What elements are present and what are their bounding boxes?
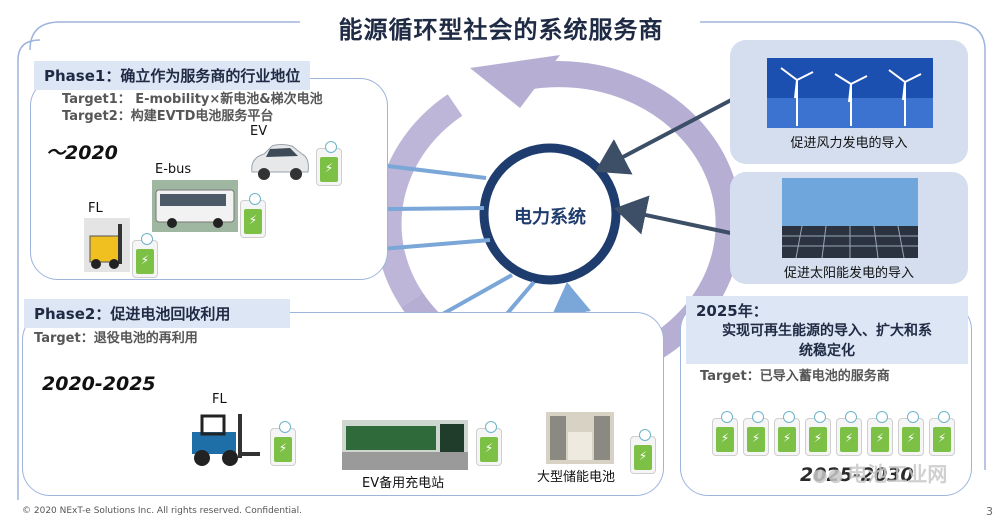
ev-car-image xyxy=(251,144,309,180)
fl-label-phase1: FL xyxy=(88,201,103,216)
battery-icon: ⚡ xyxy=(743,411,769,456)
outer-frame-left xyxy=(29,21,300,51)
page-title: 能源循环型社会的系统服务商 xyxy=(338,16,664,44)
battery-icon: ⚡ xyxy=(867,411,893,456)
ev-label: EV xyxy=(250,124,268,139)
goal2025-target: Target：已导入蓄电池的服务商 xyxy=(700,369,890,384)
phase1-target2: Target2：构建EVTD电池服务平台 xyxy=(62,109,274,124)
goal2025-header-bg xyxy=(686,296,968,364)
storage-label: 大型储能电池 xyxy=(537,470,616,485)
ebus-label: E-bus xyxy=(155,162,192,177)
phase1-target1: Target1： E-mobility×新电池&梯次电池 xyxy=(62,92,323,107)
phase2-target: Target：退役电池的再利用 xyxy=(34,331,198,346)
cycle-arrowhead xyxy=(470,55,560,108)
forklift-image xyxy=(168,410,264,470)
ebus-image xyxy=(152,180,238,232)
phase2-heading: Phase2：促进电池回收利用 xyxy=(24,299,291,328)
phase1-era: ～2020 xyxy=(46,142,118,164)
arrow-from-solar xyxy=(614,195,741,237)
solar-panel-image xyxy=(782,178,918,258)
fl-label-phase2: FL xyxy=(212,392,227,407)
ev-station-label: EV备用充电站 xyxy=(362,476,445,491)
battery-icon: ⚡ xyxy=(712,411,738,456)
watermark: ●●电池工业网 xyxy=(812,458,947,487)
goal2025-era: 2025-2030 xyxy=(800,464,914,486)
goal2025-line1: 实现可再生能源的导入、扩大和系 xyxy=(722,323,932,339)
ev-station-image xyxy=(342,420,468,470)
battery-icon: ⚡ xyxy=(630,429,656,474)
copyright-footer: © 2020 NExT-e Solutions Inc. All rights … xyxy=(22,506,302,516)
arrow-from-wind xyxy=(594,96,736,175)
power-system-label: 电力系统 xyxy=(514,207,586,228)
watermark-text: 电池工业网 xyxy=(847,462,948,486)
battery-icon: ⚡ xyxy=(836,411,862,456)
wind-label: 促进风力发电的导入 xyxy=(790,136,908,151)
goal2025-heading: 2025年： xyxy=(696,302,768,320)
battery-icon: ⚡ xyxy=(132,233,158,278)
wechat-icon: ●● xyxy=(812,465,844,486)
page-number: 3 xyxy=(986,505,993,518)
battery-icon: ⚡ xyxy=(270,421,296,466)
battery-icon: ⚡ xyxy=(898,411,924,456)
storage-image xyxy=(546,412,614,464)
battery-icon: ⚡ xyxy=(240,193,266,238)
forklift-image-small xyxy=(84,218,130,272)
outer-frame-right xyxy=(700,21,986,470)
battery-icon: ⚡ xyxy=(929,411,955,456)
battery-icon: ⚡ xyxy=(774,411,800,456)
goal2025-line2: 统稳定化 xyxy=(799,343,855,359)
wind-turbine-image xyxy=(767,58,933,128)
battery-icon: ⚡ xyxy=(316,141,342,186)
phase2-era: 2020-2025 xyxy=(42,373,156,395)
battery-icon: ⚡ xyxy=(805,411,831,456)
phase1-heading: Phase1：确立作为服务商的行业地位 xyxy=(34,61,311,90)
solar-label: 促进太阳能发电的导入 xyxy=(783,266,914,281)
battery-icon: ⚡ xyxy=(476,421,502,466)
